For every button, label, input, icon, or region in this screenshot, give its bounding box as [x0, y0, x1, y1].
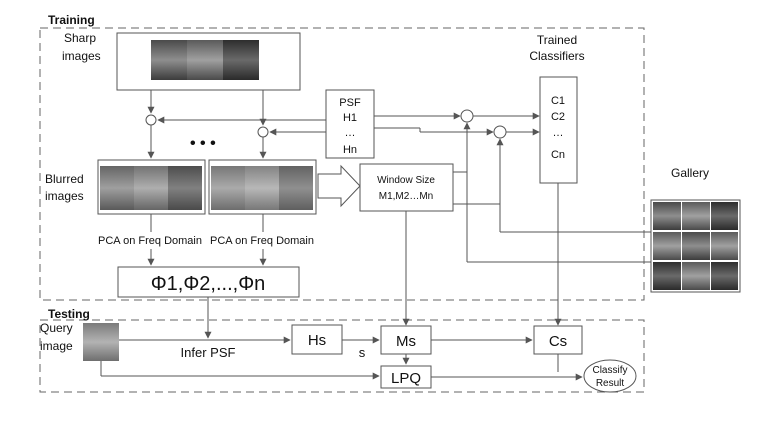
psf-h1: H1	[343, 112, 357, 124]
ms-label: Ms	[396, 333, 416, 350]
classifier-cn: Cn	[551, 149, 565, 161]
blurred-images-label-2: images	[45, 189, 84, 203]
junction-right-2	[493, 125, 507, 139]
block-arrow	[317, 164, 361, 208]
psf-box	[325, 89, 375, 159]
window-size-box	[359, 163, 454, 212]
classifier-c1: C1	[551, 95, 565, 107]
classify-result-node	[583, 359, 637, 393]
training-section	[39, 27, 645, 301]
sharp-face-2	[187, 40, 223, 80]
blurred-face-4	[211, 166, 245, 210]
window-size-values: M1,M2…Mn	[379, 191, 433, 202]
testing-label: Testing	[48, 307, 90, 321]
window-size-label: Window Size	[377, 175, 435, 186]
sharp-images-label-2: images	[62, 49, 101, 63]
blurred-face-3	[168, 166, 202, 210]
junction-left	[145, 114, 157, 126]
ellipsis-dots: • • •	[190, 135, 216, 152]
pca-left-label: PCA on Freq Domain	[98, 235, 202, 247]
blurred-face-2	[134, 166, 168, 210]
psf-label: PSF	[339, 97, 361, 109]
lpq-label: LPQ	[391, 370, 421, 387]
phi-label: Φ1,Φ2,...,Φn	[151, 273, 266, 295]
s-label: s	[359, 345, 366, 360]
query-image-label-2: image	[40, 339, 73, 353]
phi-box	[117, 266, 300, 298]
junction-right-1	[460, 109, 474, 123]
hs-label: Hs	[308, 332, 326, 349]
blurred-face-1	[100, 166, 134, 210]
pca-right-label: PCA on Freq Domain	[210, 235, 314, 247]
sharp-face-3	[223, 40, 259, 80]
infer-psf-label: Infer PSF	[181, 345, 236, 360]
sharp-images-label-1: Sharp	[64, 31, 96, 45]
gallery-faces	[653, 202, 738, 290]
trained-classifiers-label-1: Trained	[537, 33, 577, 47]
training-label: Training	[48, 13, 95, 27]
blurred-face-6	[279, 166, 313, 210]
classifier-c2: C2	[551, 111, 565, 123]
testing-section	[39, 319, 645, 393]
query-image	[83, 323, 119, 361]
query-image-label-1: Query	[40, 321, 73, 335]
cs-label: Cs	[549, 333, 567, 350]
trained-classifiers-label-2: Classifiers	[529, 49, 584, 63]
junction-mid	[257, 126, 269, 138]
cs-box	[533, 325, 583, 355]
psf-dots: …	[345, 127, 356, 139]
psf-hn: Hn	[343, 144, 357, 156]
blurred-images-label-1: Blurred	[45, 172, 84, 186]
gallery-label: Gallery	[671, 166, 709, 180]
classify-result-label-1: Classify	[592, 365, 627, 376]
blurred-face-5	[245, 166, 279, 210]
classify-result-label-2: Result	[596, 378, 625, 389]
classifier-box	[539, 76, 578, 184]
classifier-dots: …	[553, 127, 564, 139]
sharp-face-1	[151, 40, 187, 80]
